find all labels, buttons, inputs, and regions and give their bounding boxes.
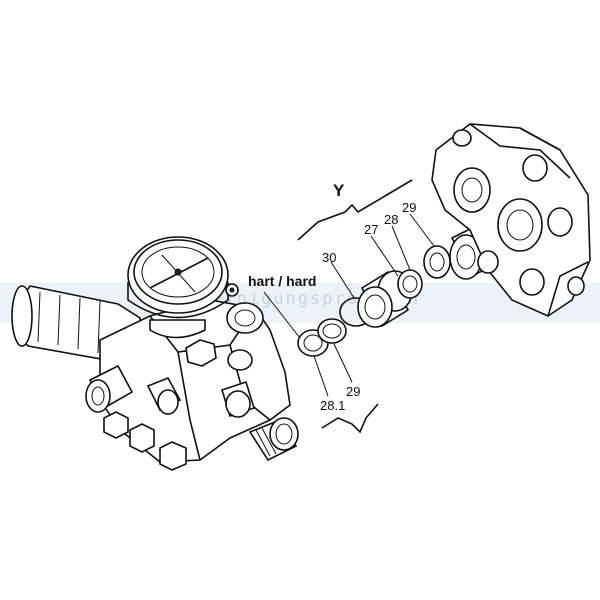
bracket-top [297, 179, 413, 241]
pressure-gauge [127, 236, 229, 339]
label-part-29-bottom: 29 [346, 384, 360, 399]
pump-head [431, 123, 591, 317]
seal-ring-28 [397, 269, 423, 299]
label-part-28-1: 28.1 [320, 398, 345, 413]
fitting-middle [146, 376, 182, 415]
seal-ring-29-lower [317, 318, 347, 344]
label-part-29-top: 29 [402, 200, 416, 215]
seal-ring-29-upper [423, 245, 451, 279]
leader-lines [263, 213, 435, 397]
label-hardness: hart / hard [248, 273, 316, 289]
bracket-bottom [321, 403, 379, 434]
pump-body [11, 236, 299, 471]
fitting-left [85, 364, 134, 413]
fitting-right [221, 380, 255, 418]
seal-housing-27 [357, 270, 413, 328]
label-part-30: 30 [322, 250, 336, 265]
label-part-27: 27 [364, 222, 378, 237]
label-part-28: 28 [384, 212, 398, 227]
label-group-y: Y [333, 181, 345, 200]
outlet-fitting [248, 417, 299, 462]
